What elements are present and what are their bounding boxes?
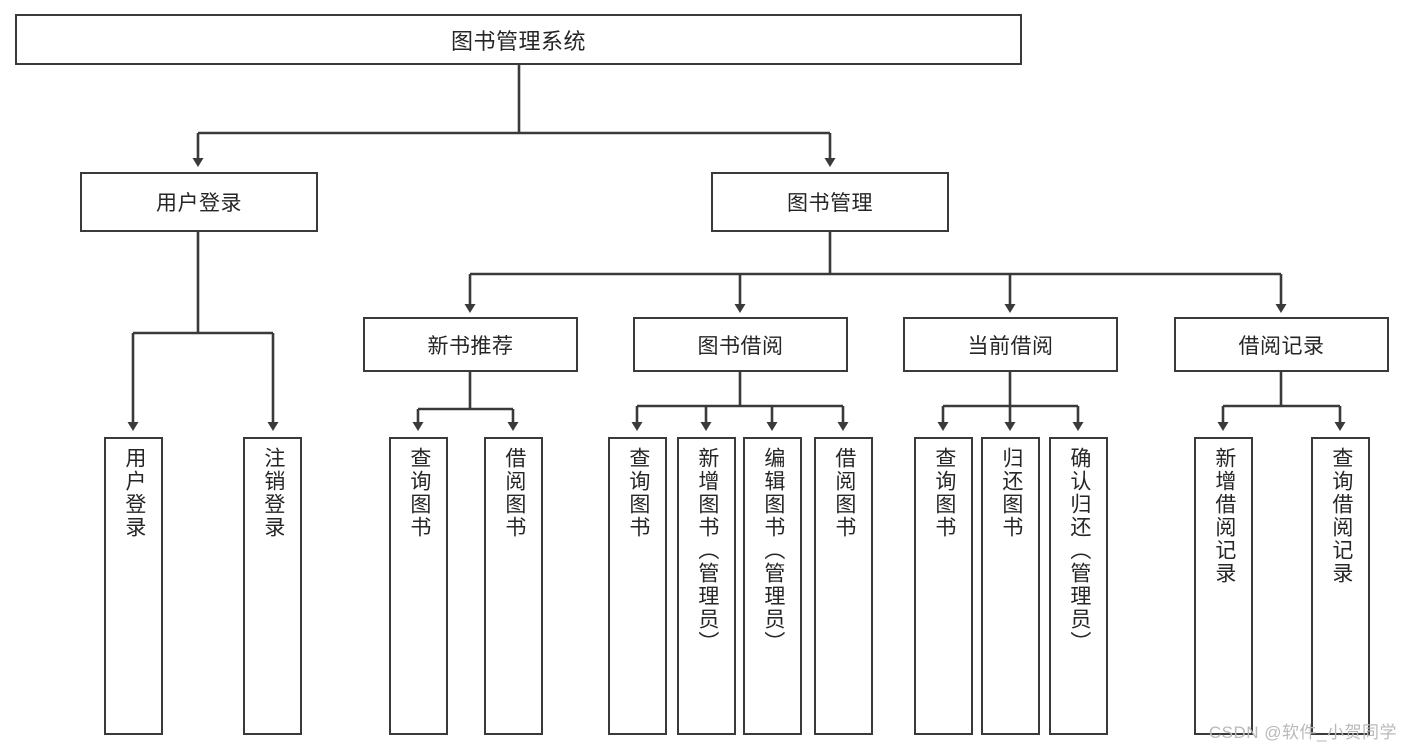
- edge-group-user-login: [127, 232, 279, 431]
- edge-group-book-borrow: [631, 372, 849, 431]
- node-label: 注销登录: [261, 447, 285, 539]
- node-label: 新增借阅记录: [1212, 447, 1236, 585]
- node-label: 查询图书: [932, 447, 956, 539]
- node-label: 查询借阅记录: [1329, 447, 1353, 585]
- leaf-current-borrow-query-book[interactable]: 查询图书: [914, 437, 973, 735]
- node-label: 图书管理系统: [450, 28, 586, 54]
- node-label: 新增图书（管理员）: [695, 447, 719, 654]
- node-label: 借阅记录: [1238, 334, 1325, 358]
- leaf-borrow-record-add-record[interactable]: 新增借阅记录: [1194, 437, 1253, 735]
- node-label: 归还图书: [999, 447, 1023, 539]
- leaf-book-borrow-edit-book-admin[interactable]: 编辑图书（管理员）: [743, 437, 802, 735]
- node-label: 编辑图书（管理员）: [761, 447, 785, 654]
- node-new-book-recommend[interactable]: 新书推荐: [363, 317, 578, 372]
- node-label: 查询图书: [626, 447, 650, 539]
- node-label: 当前借阅: [967, 334, 1054, 358]
- edge-group-new-book: [412, 372, 519, 431]
- leaf-current-borrow-return-book[interactable]: 归还图书: [981, 437, 1040, 735]
- node-label: 借阅图书: [832, 447, 856, 539]
- node-book-borrow[interactable]: 图书借阅: [633, 317, 848, 372]
- node-label: 用户登录: [156, 192, 242, 215]
- node-label: 借阅图书: [502, 447, 526, 539]
- node-root-system[interactable]: 图书管理系统: [15, 14, 1022, 65]
- edge-group-current-borrow: [937, 372, 1084, 431]
- watermark-text: CSDN @软件_小贺同学: [1208, 723, 1397, 742]
- node-label: 用户登录: [122, 447, 146, 539]
- node-user-login[interactable]: 用户登录: [80, 172, 318, 232]
- leaf-book-borrow-query-book[interactable]: 查询图书: [608, 437, 667, 735]
- node-borrow-record[interactable]: 借阅记录: [1174, 317, 1389, 372]
- node-current-borrow[interactable]: 当前借阅: [903, 317, 1118, 372]
- leaf-new-book-query-book[interactable]: 查询图书: [389, 437, 448, 735]
- leaf-user-login-logout[interactable]: 注销登录: [243, 437, 302, 735]
- edge-group-root: [192, 65, 836, 167]
- node-label: 图书管理: [787, 192, 873, 215]
- node-book-management[interactable]: 图书管理: [711, 172, 949, 232]
- edge-group-borrow-record: [1217, 372, 1346, 431]
- edge-group-book-manage: [464, 232, 1287, 313]
- leaf-new-book-borrow-book[interactable]: 借阅图书: [484, 437, 543, 735]
- leaf-user-login-login[interactable]: 用户登录: [104, 437, 163, 735]
- leaf-book-borrow-borrow-book[interactable]: 借阅图书: [814, 437, 873, 735]
- node-label: 新书推荐: [427, 334, 514, 358]
- node-label: 图书借阅: [697, 334, 784, 358]
- node-label: 查询图书: [407, 447, 431, 539]
- leaf-borrow-record-query-record[interactable]: 查询借阅记录: [1311, 437, 1370, 735]
- node-label: 确认归还（管理员）: [1067, 447, 1091, 654]
- leaf-current-borrow-confirm-return-admin[interactable]: 确认归还（管理员）: [1049, 437, 1108, 735]
- leaf-book-borrow-add-book-admin[interactable]: 新增图书（管理员）: [677, 437, 736, 735]
